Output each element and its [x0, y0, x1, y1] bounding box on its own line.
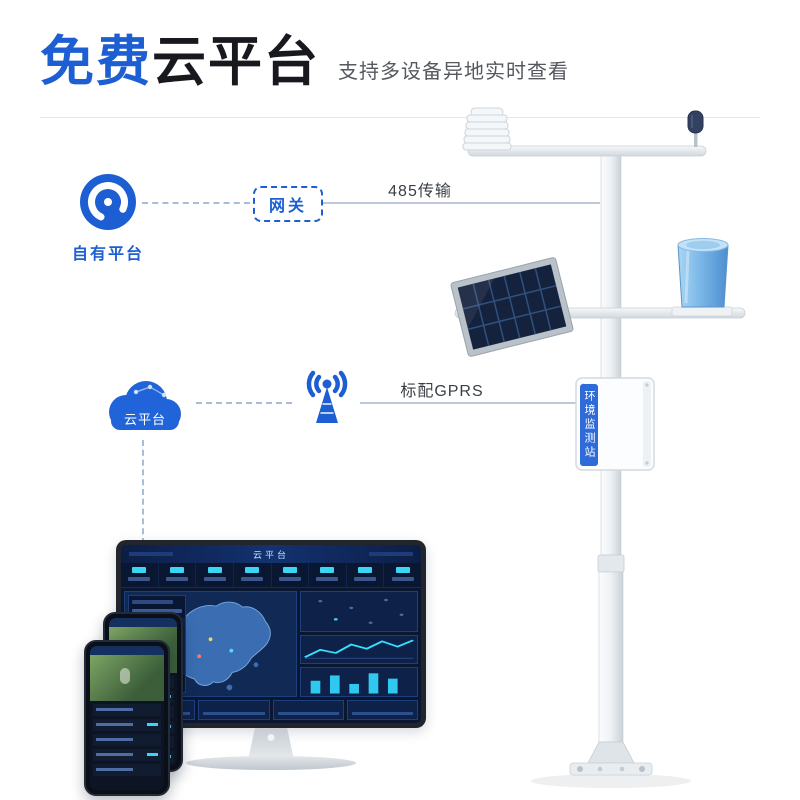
stat-cell — [157, 563, 196, 587]
phone-photo — [90, 655, 164, 701]
connector-platform-gateway — [142, 202, 250, 204]
stat-cell — [195, 563, 233, 587]
ground-shadow — [531, 774, 691, 788]
wind-sensor — [687, 110, 704, 147]
cloud-platform-label: 云平台 — [124, 412, 166, 427]
weather-station — [430, 95, 790, 795]
gateway-box: 网关 — [253, 186, 323, 222]
header: 免费云平台 支持多设备异地实时查看 — [40, 34, 760, 91]
phone-data-row — [93, 719, 161, 731]
line-chart-panel — [300, 634, 418, 665]
china-map — [162, 601, 271, 691]
phone-data-row — [93, 749, 161, 761]
phone-data-row — [93, 704, 161, 716]
rain-gauge — [671, 238, 733, 317]
stat-cell — [383, 563, 421, 587]
stat-cell — [270, 563, 309, 587]
subtitle: 支持多设备异地实时查看 — [338, 60, 569, 83]
own-platform-label: 自有平台 — [71, 246, 144, 263]
stat-cell — [121, 563, 158, 587]
dashboard-right-column — [300, 591, 418, 697]
rs485-label: 485传输 — [388, 183, 452, 200]
phone-data-row — [93, 734, 161, 746]
mini-panel — [198, 700, 270, 720]
dashboard-stats-row — [121, 563, 421, 588]
connector-gprs-station — [360, 402, 600, 404]
phone-front — [84, 640, 170, 796]
title-rest: 云平台 — [152, 32, 320, 92]
title-highlight: 免费 — [40, 32, 152, 92]
connector-gateway-station — [321, 202, 600, 204]
cloud-platform-icon: 云平台 — [98, 374, 192, 438]
title-text: 免费云平台 — [40, 34, 320, 91]
list-item — [132, 600, 173, 604]
video-panel — [300, 591, 418, 632]
phone-app-header — [90, 646, 164, 655]
connector-cloud-monitor — [142, 440, 144, 544]
phone-data-row — [93, 764, 161, 776]
mini-panel — [272, 700, 344, 720]
phone-screen — [90, 646, 164, 790]
stat-cell — [232, 563, 271, 587]
bar-chart-panel — [300, 667, 418, 697]
dashboard-title: 云平台 — [252, 549, 289, 560]
list-item — [132, 609, 182, 613]
radiation-shield — [462, 107, 512, 151]
gprs-label: 标配GPRS — [400, 383, 484, 400]
station-box-label: 环境监测站 — [580, 384, 598, 466]
mini-panel — [346, 700, 418, 720]
solar-panel — [450, 257, 574, 357]
gprs-antenna-icon — [296, 370, 358, 430]
dashboard-topbar: 云平台 — [121, 545, 421, 563]
stat-cell — [345, 563, 384, 587]
stat-cell — [308, 563, 346, 587]
station-base-plate — [569, 762, 653, 776]
header-divider — [40, 117, 760, 118]
phone-app-header — [109, 618, 177, 627]
own-platform-icon — [76, 170, 140, 234]
monitor-stand-neck — [248, 728, 294, 760]
page-title: 免费云平台 支持多设备异地实时查看 — [40, 34, 760, 91]
top-crossarm — [467, 145, 707, 157]
connector-cloud-gprs — [196, 402, 292, 404]
monitor-stand-base — [186, 756, 356, 770]
monitor-logo — [267, 734, 275, 741]
